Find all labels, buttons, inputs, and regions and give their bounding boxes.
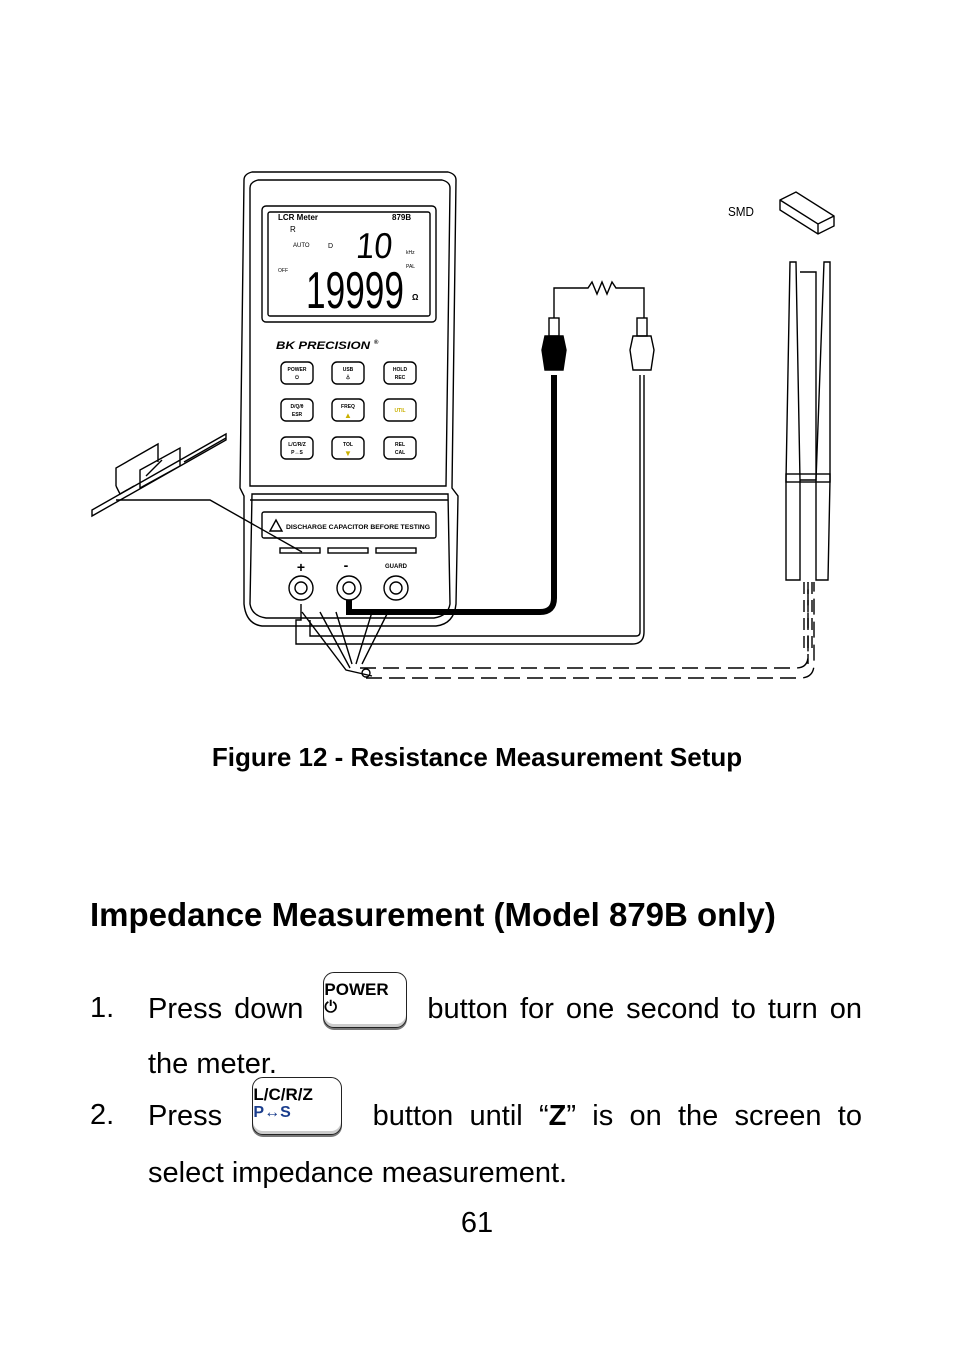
meter-key-label: HOLD [393, 367, 408, 373]
lcrz-key-icon: L/C/R/Z P↔S [252, 1077, 343, 1135]
warning-icon [268, 518, 284, 532]
warning-text: DISCHARGE CAPACITOR BEFORE TESTING [286, 524, 430, 531]
power-key-label: POWER [324, 980, 389, 999]
meter-housing-inner [249, 179, 451, 487]
step-1: 1. Press down POWER ⏻ button for one sec… [90, 972, 863, 1084]
step-text-after: button for one second to turn on the met… [148, 993, 863, 1080]
meter-key-hold [383, 361, 417, 385]
guard-lead [360, 582, 809, 669]
smd-tweezer [785, 261, 831, 581]
step-2: 2. Press L/C/R/Z P↔S button until “Z” is… [90, 1077, 862, 1193]
step-text-after-2: ” is on the screen to select impedance m… [148, 1100, 862, 1189]
meter-key-tol [331, 436, 365, 460]
meter-key-dq [280, 398, 314, 422]
terminal-guard-label: GUARD [385, 564, 408, 570]
lcd-freq-unit: kHz [406, 250, 415, 256]
meter-key-label: USB [343, 367, 354, 373]
meter-key-label: POWER [288, 367, 307, 373]
section-heading: Impedance Measurement (Model 879B only) [90, 896, 776, 933]
meter-key-label: L/C/R/Z [288, 442, 306, 448]
meter-key-power [280, 361, 314, 385]
test-fixture [91, 432, 227, 518]
meter-key-sub: ▼ [344, 449, 352, 458]
figure-caption: Figure 12 - Resistance Measurement Setup [211, 742, 743, 772]
meter-key-sub: CAL [395, 450, 405, 456]
meter-key-lcrz [280, 436, 314, 460]
step-text-before: Press down [148, 993, 304, 1025]
meter-key-sub: ⏃ [345, 374, 350, 381]
resistance-setup-figure: LCR Meter 879B R AUTO D 10 kHz PAL OFF 1… [91, 171, 835, 679]
svg-text:®: ® [374, 339, 379, 346]
smd-label: SMD [728, 204, 754, 219]
page-number: 61 [460, 1207, 494, 1239]
terminal-plus-label: + [297, 559, 305, 575]
lcd-auto-label: AUTO [293, 243, 310, 249]
meter-key-sub: ⏻ [295, 375, 299, 381]
meter-key-sub: ▲ [344, 411, 352, 420]
lcd-display [261, 205, 437, 323]
lcd-secondary-label: D [328, 243, 333, 250]
power-symbol-icon: ⏻ [324, 999, 338, 1016]
step-number: 1. [90, 992, 115, 1024]
ps-toggle-label: P↔S [253, 1104, 291, 1121]
meter-key-freq [331, 398, 365, 422]
meter-key-label: TOL [343, 442, 353, 448]
step-text-bold: Z [548, 1100, 567, 1132]
terminal-minus-label: - [344, 557, 349, 573]
meter-key-sub: ESR [292, 412, 303, 418]
lcd-secondary-value: 10 [355, 225, 395, 266]
meter-brand-logo: BK PRECISION [276, 340, 371, 352]
black-lead [346, 375, 557, 615]
meter-key-sub: REC [395, 375, 406, 381]
terminal-plus [288, 575, 314, 601]
lcd-primary-value: 19999 [306, 262, 404, 320]
meter-key-label: REL [395, 442, 405, 448]
terminal-minus [336, 575, 362, 601]
step-number: 2. [90, 1099, 115, 1131]
meter-key-sub: P↔S [291, 450, 303, 456]
step-text: Press L/C/R/Z P↔S button until “Z” is on… [148, 1077, 862, 1193]
resistor [553, 280, 645, 318]
step-text: Press down POWER ⏻ button for one second… [148, 972, 863, 1084]
meter-bottom-panel [249, 493, 451, 619]
meter-model-number: 879B [392, 213, 411, 222]
lcd-par-label: PAL [406, 264, 415, 270]
meter-key-label: FREQ [341, 404, 355, 410]
meter-key-util [383, 398, 417, 422]
lcd-mode-indicator: R [290, 225, 296, 234]
lcd-off-label: OFF [278, 268, 288, 274]
step-text-after: button until “ [372, 1100, 549, 1132]
meter-housing [239, 171, 459, 627]
step-text-before: Press [148, 1100, 223, 1132]
meter-key-label: UTIL [394, 408, 405, 414]
meter-key-label: D/Q/θ [291, 404, 304, 410]
meter-key-rel [383, 436, 417, 460]
meter-key-usb [331, 361, 365, 385]
power-key-icon: POWER ⏻ [323, 972, 408, 1028]
white-lead [295, 375, 645, 645]
lcrz-key-label: L/C/R/Z [253, 1085, 313, 1104]
meter-model-label: LCR Meter [278, 213, 318, 222]
terminal-guard [383, 575, 409, 601]
lcd-unit: Ω [412, 293, 419, 302]
smd-component [779, 191, 835, 235]
